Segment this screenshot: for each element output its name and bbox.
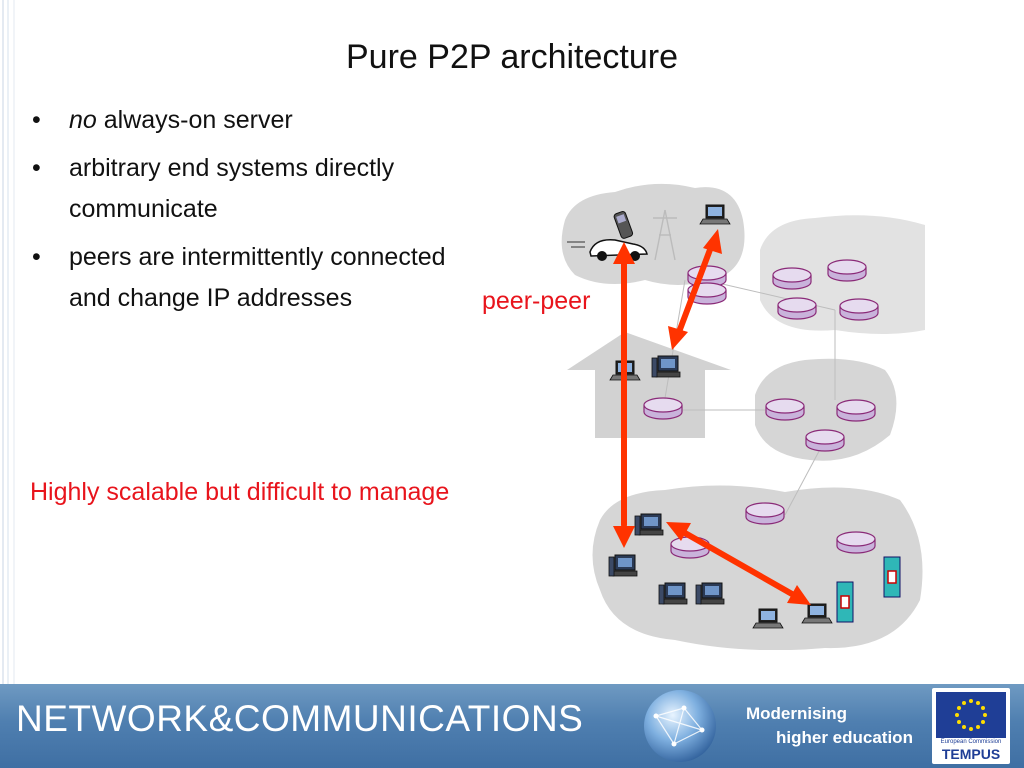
bullet-list: no always-on server arbitrary end system…	[30, 100, 450, 326]
p2p-network-diagram	[561, 183, 925, 650]
tagline-line2: higher education	[776, 728, 913, 747]
logo-caption: European Commission	[940, 739, 1002, 745]
bullet-text: peers are intermittently connected and c…	[69, 243, 446, 312]
bullet-item: no always-on server	[30, 100, 450, 141]
car-icon	[567, 239, 648, 261]
footer-banner: NETWORK&COMMUNICATIONS Modernising highe…	[0, 684, 1024, 768]
bullet-emphasis: no	[69, 106, 97, 134]
bullet-item: peers are intermittently connected and c…	[30, 237, 450, 319]
tempus-logo: European Commission TEMPUS	[932, 688, 1010, 764]
cellphone-icon	[613, 211, 634, 239]
eu-flag-icon	[936, 692, 1006, 738]
bullet-item: arbitrary end systems directly communica…	[30, 148, 450, 230]
scalability-note: Highly scalable but difficult to manage	[30, 478, 450, 506]
bullet-text: always-on server	[96, 106, 293, 134]
edge-decoration	[2, 0, 15, 684]
globe-icon	[644, 690, 716, 762]
slide-title: Pure P2P architecture	[346, 38, 678, 76]
tagline-line1: Modernising	[746, 704, 848, 723]
bullet-text: arbitrary end systems directly communica…	[69, 154, 395, 223]
peer-peer-label: peer-peer	[482, 287, 591, 315]
logo-text: TEMPUS	[941, 746, 1001, 762]
footer-title: NETWORK&COMMUNICATIONS	[16, 698, 584, 739]
